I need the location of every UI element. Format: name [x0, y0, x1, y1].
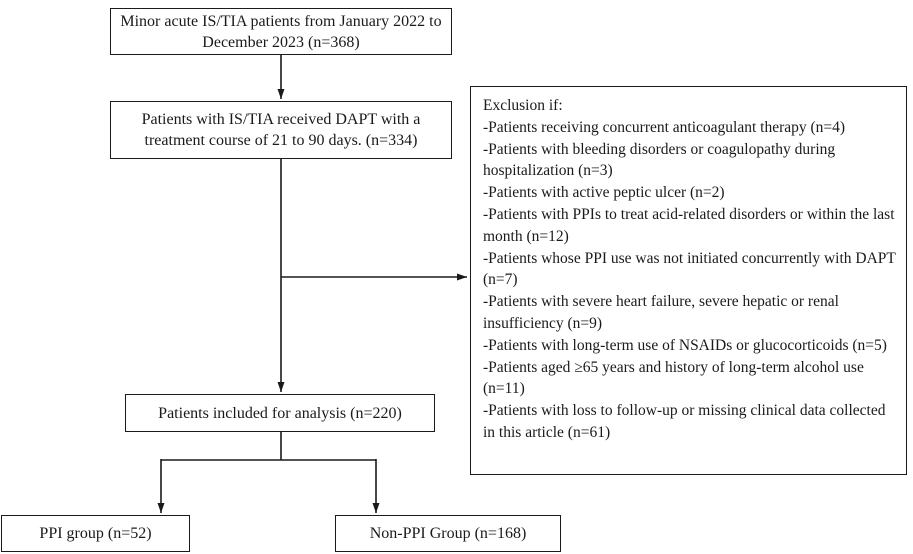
box-initial-patients-label: Minor acute IS/TIA patients from January… — [120, 12, 442, 51]
exclusion-item: -Patients with PPIs to treat acid-relate… — [483, 205, 895, 245]
box-ppi-group-label: PPI group (n=52) — [39, 525, 152, 542]
exclusion-item: -Patients with severe heart failure, sev… — [483, 293, 839, 332]
exclusion-item: -Patients whose PPI use was not initiate… — [483, 249, 896, 289]
box-non-ppi-group-label: Non-PPI Group (n=168) — [369, 525, 527, 542]
exclusion-item: -Patients with loss to follow-up or miss… — [483, 402, 886, 441]
exclusion-item: -Patients with bleeding disorders or coa… — [483, 140, 836, 180]
box-included-analysis: Patients included for analysis (n=220) — [125, 394, 435, 432]
exclusion-item: -Patients with active peptic ulcer (n=2) — [483, 184, 725, 202]
box-ppi-group: PPI group (n=52) — [1, 515, 190, 552]
box-dapt-patients: Patients with IS/TIA received DAPT with … — [110, 101, 452, 159]
box-exclusion-criteria: Exclusion if: -Patients receiving concur… — [470, 86, 907, 475]
exclusion-item: -Patients receiving concurrent anticoagu… — [483, 118, 846, 136]
exclusion-title: Exclusion if: — [483, 97, 563, 114]
box-included-analysis-label: Patients included for analysis (n=220) — [158, 404, 402, 422]
exclusion-item: -Patients with long-term use of NSAIDs o… — [483, 336, 887, 354]
exclusion-item: -Patients aged ≥65 years and history of … — [483, 358, 864, 398]
box-dapt-patients-label: Patients with IS/TIA received DAPT with … — [141, 111, 421, 149]
box-non-ppi-group: Non-PPI Group (n=168) — [335, 515, 561, 552]
box-initial-patients: Minor acute IS/TIA patients from January… — [110, 8, 452, 55]
